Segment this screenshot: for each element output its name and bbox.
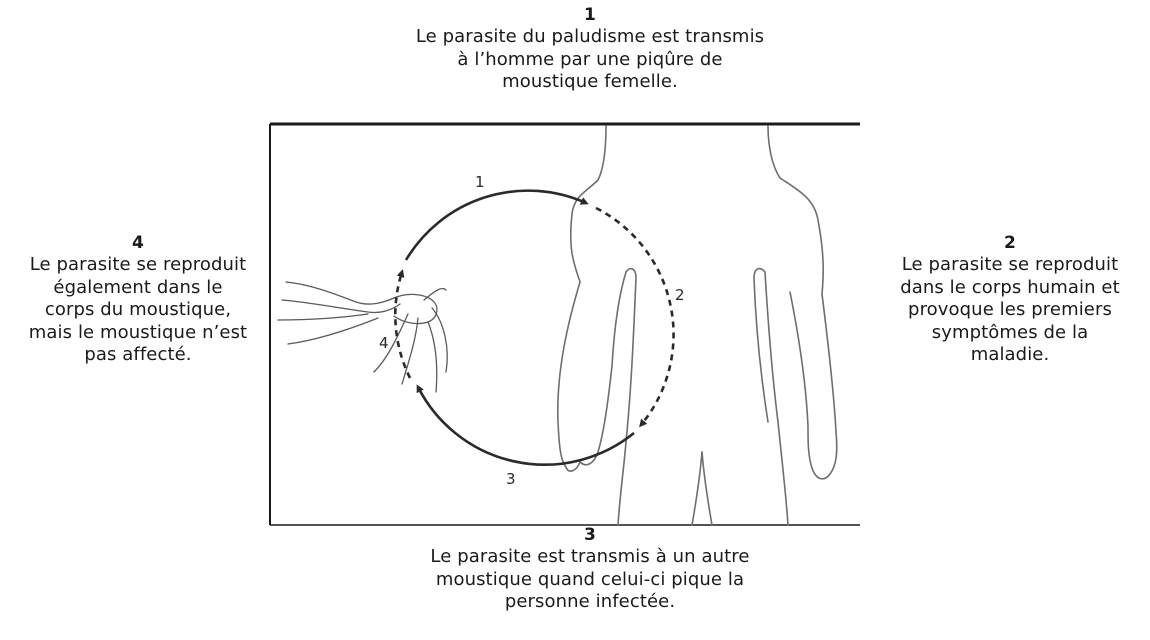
infection-cycle <box>395 191 673 465</box>
caption-2-line-5: maladie. <box>870 344 1150 367</box>
malaria-cycle-illustration: 1 2 3 4 <box>268 122 862 527</box>
step-number-2: 2 <box>870 232 1150 254</box>
cycle-label-3: 3 <box>506 470 516 488</box>
mosquito-icon <box>278 282 447 392</box>
caption-step-2: 2 Le parasite se reproduit dans le corps… <box>870 232 1150 367</box>
caption-4-line-5: pas affecté. <box>0 344 276 367</box>
caption-4-line-3: corps du moustique, <box>0 299 276 322</box>
caption-1-line-3: moustique femelle. <box>330 71 850 94</box>
caption-4-line-4: mais le moustique n’est <box>0 322 276 345</box>
caption-4-line-2: également dans le <box>0 277 276 300</box>
cycle-label-4: 4 <box>379 334 389 352</box>
step-number-1: 1 <box>330 4 850 26</box>
caption-3-line-2: moustique quand celui-ci pique la <box>330 569 850 592</box>
caption-2-line-1: Le parasite se reproduit <box>870 254 1150 277</box>
caption-3-line-1: Le parasite est transmis à un autre <box>330 546 850 569</box>
step-number-3: 3 <box>330 524 850 546</box>
step-number-4: 4 <box>0 232 276 254</box>
caption-step-3: 3 Le parasite est transmis à un autre mo… <box>330 524 850 614</box>
cycle-arc-1 <box>406 191 586 260</box>
malaria-cycle-figure: 1 2 3 4 <box>268 122 862 527</box>
caption-2-line-4: symptômes de la <box>870 322 1150 345</box>
caption-2-line-3: provoque les premiers <box>870 299 1150 322</box>
cycle-label-2: 2 <box>675 286 685 304</box>
caption-1-line-1: Le parasite du paludisme est transmis <box>330 26 850 49</box>
caption-step-4: 4 Le parasite se reproduit également dan… <box>0 232 276 367</box>
cycle-label-1: 1 <box>475 173 485 191</box>
human-silhouette-icon <box>558 126 837 525</box>
caption-2-line-2: dans le corps humain et <box>870 277 1150 300</box>
cycle-arc-3 <box>418 387 634 465</box>
caption-1-line-2: à l’homme par une piqûre de <box>330 49 850 72</box>
caption-step-1: 1 Le parasite du paludisme est transmis … <box>330 4 850 94</box>
caption-4-line-1: Le parasite se reproduit <box>0 254 276 277</box>
caption-3-line-3: personne infectée. <box>330 591 850 614</box>
